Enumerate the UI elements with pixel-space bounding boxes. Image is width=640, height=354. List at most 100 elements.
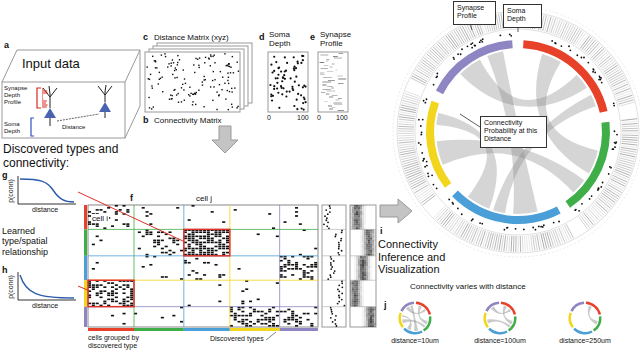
profile-cell bbox=[360, 292, 362, 294]
soma-dot bbox=[461, 213, 463, 215]
matrix-dot bbox=[203, 106, 204, 107]
connection-dot bbox=[96, 284, 99, 286]
profile-cell bbox=[360, 260, 362, 262]
connection-dot bbox=[280, 311, 283, 313]
connection-dot bbox=[123, 205, 126, 207]
connection-dot bbox=[103, 286, 106, 288]
connection-dot bbox=[130, 288, 133, 290]
profile-cell bbox=[358, 274, 360, 276]
profile-cell bbox=[364, 238, 366, 240]
profile-cell bbox=[354, 294, 356, 296]
profile-cell bbox=[364, 227, 366, 229]
profile-cell bbox=[366, 262, 368, 264]
soma-dot bbox=[423, 100, 425, 102]
profile-cell bbox=[364, 272, 366, 274]
profile-cell bbox=[368, 250, 370, 252]
profile-cell bbox=[354, 292, 356, 294]
soma-dot bbox=[538, 226, 540, 228]
profile-cell bbox=[360, 268, 362, 270]
profile-cell bbox=[366, 236, 368, 238]
profile-tick bbox=[622, 139, 638, 140]
matrix-dot bbox=[190, 93, 191, 94]
profile-cell bbox=[354, 280, 356, 282]
matrix-dot bbox=[230, 72, 231, 73]
matrix-dot bbox=[233, 72, 234, 73]
synapse-tick bbox=[42, 101, 47, 102]
profile-cell bbox=[358, 270, 360, 272]
connection-dot bbox=[157, 242, 160, 244]
matrix-dot bbox=[177, 93, 178, 94]
profile-cell bbox=[366, 323, 368, 325]
type-bar bbox=[184, 328, 230, 331]
connection-dot bbox=[203, 236, 206, 238]
matrix-dot bbox=[165, 56, 166, 57]
connection-dot bbox=[226, 242, 229, 244]
matrix-dot bbox=[227, 90, 228, 91]
profile-cell bbox=[366, 317, 368, 319]
profile-cell bbox=[370, 278, 372, 280]
profile-cell bbox=[350, 223, 352, 225]
profile-cell bbox=[374, 233, 376, 235]
connection-dot bbox=[245, 288, 248, 290]
profile-cell bbox=[372, 240, 374, 242]
matrix-dot bbox=[237, 61, 238, 62]
soma-dot bbox=[286, 90, 288, 92]
connection-dot bbox=[295, 262, 298, 264]
connection-dot bbox=[253, 311, 256, 313]
panel-letter: b bbox=[143, 115, 149, 125]
type-boundary bbox=[279, 205, 280, 327]
soma-dot bbox=[330, 276, 332, 278]
connection-dot bbox=[96, 223, 99, 225]
soma-dot bbox=[296, 99, 298, 101]
soma-dot bbox=[292, 89, 294, 91]
profile-cell bbox=[362, 280, 364, 282]
connection-dot bbox=[119, 286, 122, 288]
profile-cell bbox=[364, 274, 366, 276]
matrix-dot bbox=[192, 101, 193, 102]
profile-cell bbox=[362, 301, 364, 303]
matrix-dot bbox=[171, 98, 172, 99]
profile-cell bbox=[362, 215, 364, 217]
connection-ribbon bbox=[493, 95, 596, 213]
matrix-dot bbox=[169, 99, 170, 100]
connection-dot bbox=[188, 219, 191, 221]
connection-dot bbox=[123, 288, 126, 290]
profile-cell bbox=[350, 288, 352, 290]
profile-cell bbox=[360, 256, 362, 258]
connection-dot bbox=[192, 205, 195, 207]
soma-dot bbox=[273, 85, 275, 87]
matrix-dot bbox=[202, 81, 203, 82]
soma-dot bbox=[282, 77, 284, 79]
profile-tick bbox=[399, 144, 415, 146]
synapse-tick bbox=[42, 89, 43, 90]
soma-dot bbox=[302, 59, 304, 61]
profile-cell bbox=[358, 213, 360, 215]
profile-cell bbox=[362, 246, 364, 248]
connection-dot bbox=[207, 240, 210, 242]
dendrite bbox=[50, 88, 57, 97]
soma-dot bbox=[542, 226, 544, 228]
soma-dot bbox=[424, 166, 426, 168]
profile-cell bbox=[366, 274, 368, 276]
profile-cell bbox=[370, 231, 372, 233]
connection-dot bbox=[280, 274, 283, 276]
profile-band bbox=[329, 97, 333, 98]
connection-dot bbox=[188, 262, 191, 264]
axis-label: distance bbox=[32, 206, 58, 214]
profile-tick bbox=[399, 114, 415, 116]
connection-dot bbox=[299, 317, 302, 319]
connection-dot bbox=[291, 315, 294, 317]
profile-cell bbox=[362, 213, 364, 215]
callout-box: Connectivity Probability at this Distanc… bbox=[480, 116, 547, 148]
profile-cell bbox=[366, 256, 368, 258]
connection-dot bbox=[264, 317, 267, 319]
connection-dot bbox=[142, 266, 145, 268]
profile-band bbox=[326, 59, 329, 60]
profile-cell bbox=[374, 238, 376, 240]
connection-dot bbox=[314, 264, 317, 266]
connection-dot bbox=[115, 288, 118, 290]
soma-dot bbox=[285, 95, 287, 97]
matrix-dot bbox=[149, 107, 150, 108]
profile-tick bbox=[591, 47, 602, 58]
soma-dot bbox=[608, 173, 610, 175]
